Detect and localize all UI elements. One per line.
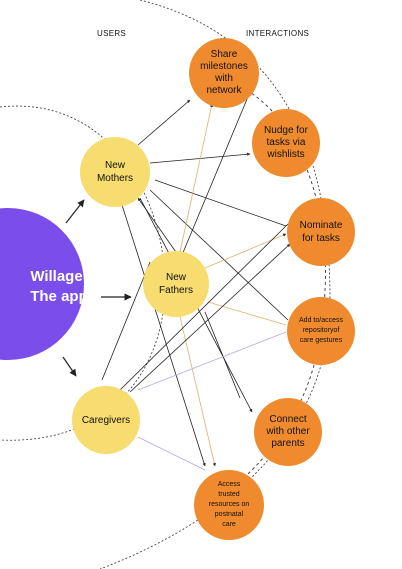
app-to-mothers-arrow [65,199,85,224]
nominate-tasks-circle [287,198,355,266]
connect-parents-circle [254,398,322,466]
share-milestones-circle [189,38,259,108]
users-header: USERS [97,29,127,38]
new-mothers-circle [80,137,150,207]
fathers-connections [137,91,251,399]
caregivers-lavender-connections [137,331,287,471]
inner-dashed-arc [0,105,166,441]
care-repository-circle [287,297,355,365]
app-circle [0,208,84,360]
postnatal-resources-circle [194,470,264,540]
app-title-line2: The app [30,288,88,305]
nudge-tasks-circle [252,109,320,177]
app-to-caregivers-arrow [62,356,77,377]
new-fathers-circle [143,251,209,317]
caregivers-connections [101,223,291,393]
caregivers-label: Caregivers [81,414,131,426]
interactions-dashed-ring [224,79,326,491]
app-title-line1: Willage: [30,268,88,285]
interactions-header: INTERACTIONS [246,29,310,38]
caregivers-circle [72,386,140,454]
app-title: Willage: The app [20,267,98,307]
